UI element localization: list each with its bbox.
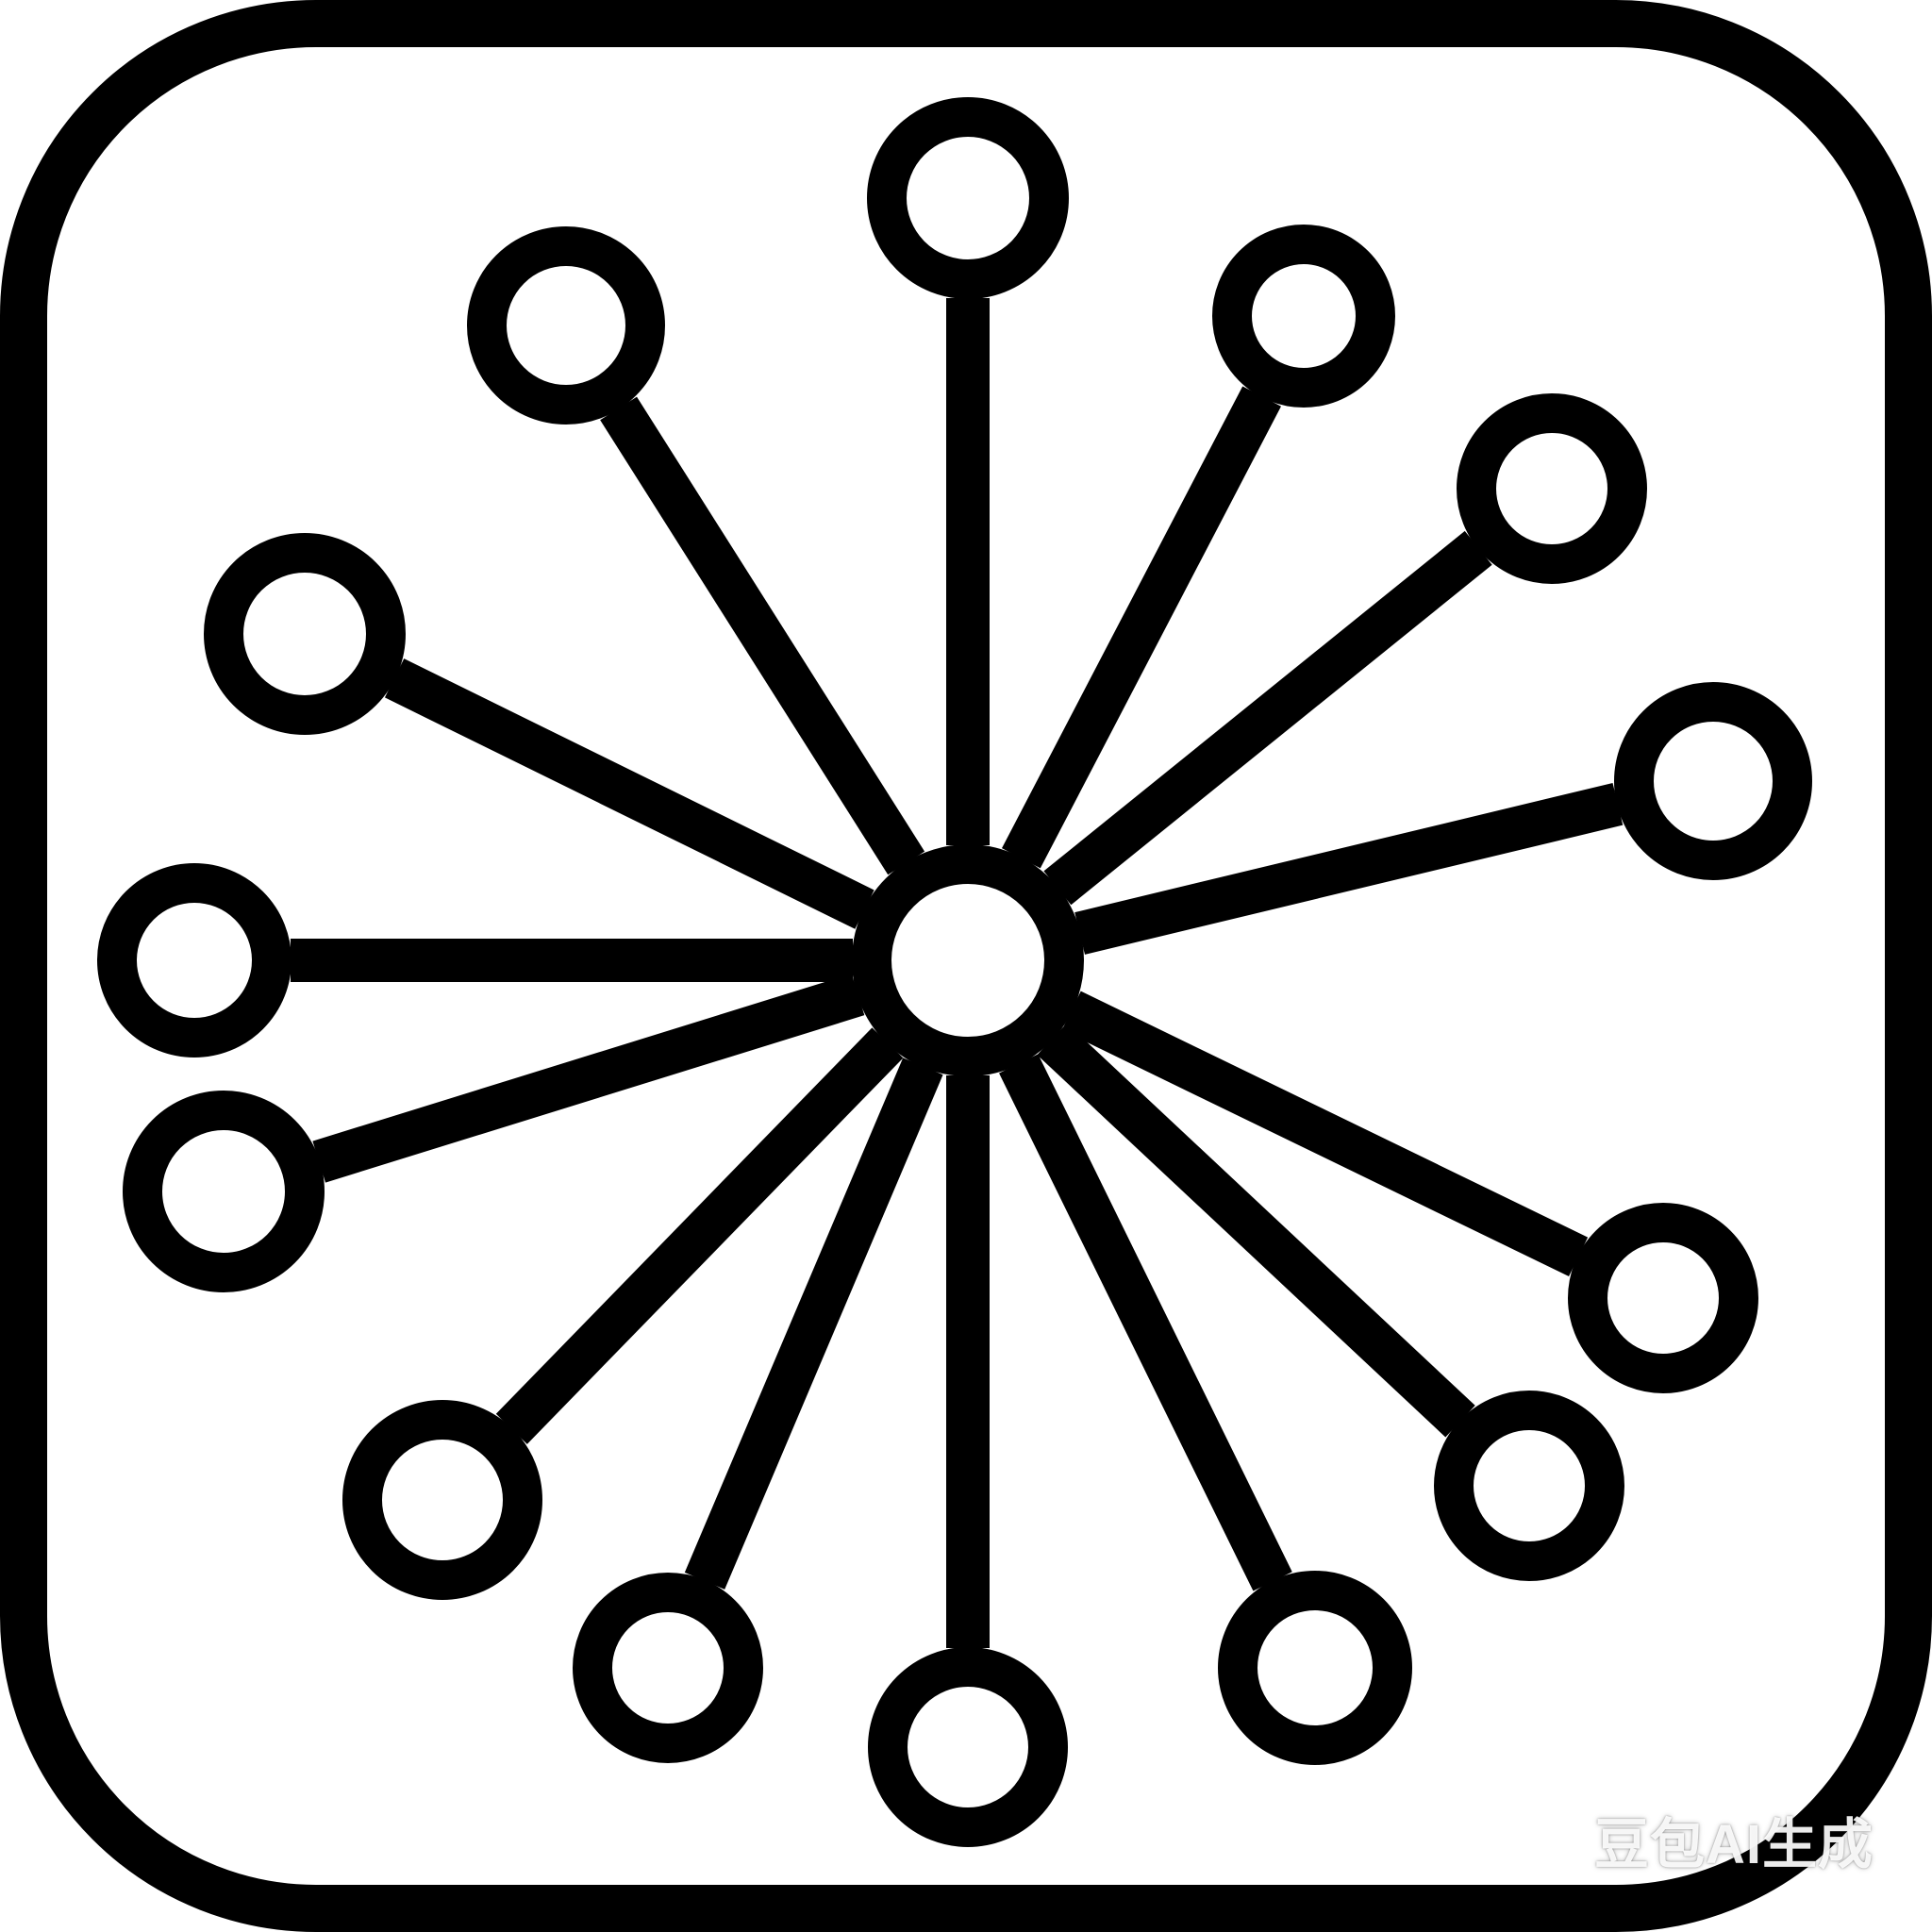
node-circle [204,533,406,735]
node-circle [1434,1391,1624,1581]
hub-node-circle [852,844,1084,1076]
node-circle [1212,225,1395,408]
node-circle [868,1647,1068,1847]
spoke-line [684,1058,943,1590]
spoke-line [384,658,874,929]
spokes-group [291,298,1624,1648]
spoke-line [1061,991,1589,1276]
node-circle [1457,393,1647,584]
spoke-line [1074,782,1624,955]
node-circle [342,1400,542,1600]
node-circle [467,226,665,425]
nodes-group [97,97,1812,1847]
node-circle [1218,1571,1412,1765]
spoke-line [999,1054,1292,1591]
spoke-line [1043,530,1492,906]
spoke-line [495,1027,904,1444]
node-circle [123,1091,325,1292]
spoke-line [312,974,865,1183]
node-circle [1614,682,1812,880]
node-circle [1568,1203,1758,1393]
spoke-line [1037,1023,1475,1438]
watermark-text: 豆包AI生成 [1593,1814,1874,1875]
spoke-line [600,396,925,875]
node-circle [867,97,1069,299]
node-circle [573,1573,763,1763]
spoke-line [1002,386,1281,869]
node-circle [97,863,291,1058]
